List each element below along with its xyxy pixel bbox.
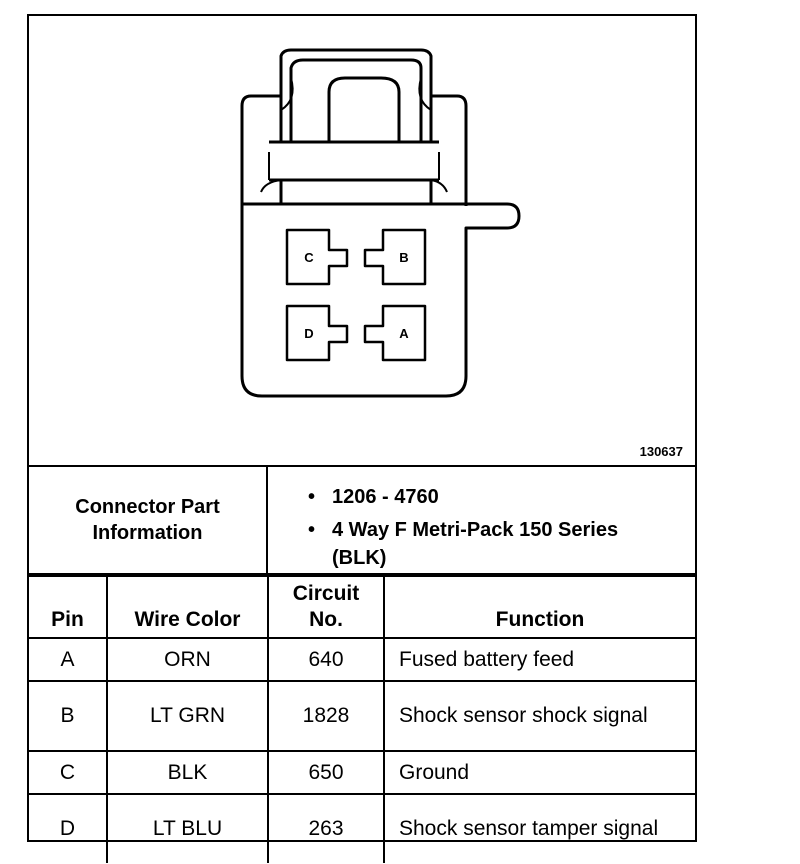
part-info-list: 1206 - 4760 4 Way F Metri-Pack 150 Serie…	[268, 467, 695, 573]
pin-cell: A	[29, 637, 108, 682]
pin-cell: B	[29, 680, 108, 752]
pin-label-a: A	[399, 326, 409, 341]
connector-body	[240, 202, 521, 398]
table-row: B LT GRN 1828 Shock sensor shock signal	[29, 680, 695, 752]
function-cell: Shock sensor shock signal	[383, 680, 695, 752]
table-header-row: Pin Wire Color Circuit No. Function	[29, 575, 695, 639]
header-pin: Pin	[29, 575, 108, 639]
part-info-label: Connector Part Information	[29, 467, 268, 573]
pin-label-c: C	[304, 250, 314, 265]
pinout-table: Pin Wire Color Circuit No. Function A OR…	[29, 575, 695, 863]
circuit-cell: 640	[267, 637, 385, 682]
part-number: 1206 - 4760	[308, 483, 632, 511]
function-cell: Shock sensor tamper signal	[383, 793, 695, 863]
figure-number: 130637	[639, 444, 683, 459]
table-row: D LT BLU 263 Shock sensor tamper signal	[29, 793, 695, 863]
connector-latch	[279, 48, 433, 142]
table-row: A ORN 640 Fused battery feed	[29, 637, 695, 682]
pin-cell: D	[29, 793, 108, 863]
header-function: Function	[383, 575, 695, 639]
wire-color-cell: BLK	[106, 750, 269, 795]
connector-diagram: C B D A 130637	[29, 16, 695, 467]
function-cell: Ground	[383, 750, 695, 795]
wire-color-cell: LT BLU	[106, 793, 269, 863]
function-cell: Fused battery feed	[383, 637, 695, 682]
pin-cavities	[285, 228, 427, 362]
pin-cell: C	[29, 750, 108, 795]
connector-face-view: C B D A	[240, 48, 521, 398]
connector-part-info: Connector Part Information 1206 - 4760 4…	[29, 467, 695, 575]
table-row: C BLK 650 Ground	[29, 750, 695, 795]
circuit-cell: 1828	[267, 680, 385, 752]
pin-label-b: B	[399, 250, 408, 265]
part-info-label-line2: Information	[92, 522, 203, 544]
pin-label-d: D	[304, 326, 313, 341]
wire-color-cell: LT GRN	[106, 680, 269, 752]
header-circuit-line2: No.	[309, 608, 343, 631]
header-wire-color: Wire Color	[106, 575, 269, 639]
header-circuit-no: Circuit No.	[267, 575, 385, 639]
connector-type: 4 Way F Metri-Pack 150 Series (BLK)	[308, 516, 632, 572]
circuit-cell: 263	[267, 793, 385, 863]
connector-shoulder	[240, 94, 468, 206]
connector-sheet: C B D A 130637 Connector Part Informatio…	[27, 14, 697, 863]
wire-color-cell: ORN	[106, 637, 269, 682]
part-info-label-line1: Connector Part	[75, 496, 220, 518]
header-circuit-line1: Circuit	[292, 582, 360, 605]
circuit-cell: 650	[267, 750, 385, 795]
